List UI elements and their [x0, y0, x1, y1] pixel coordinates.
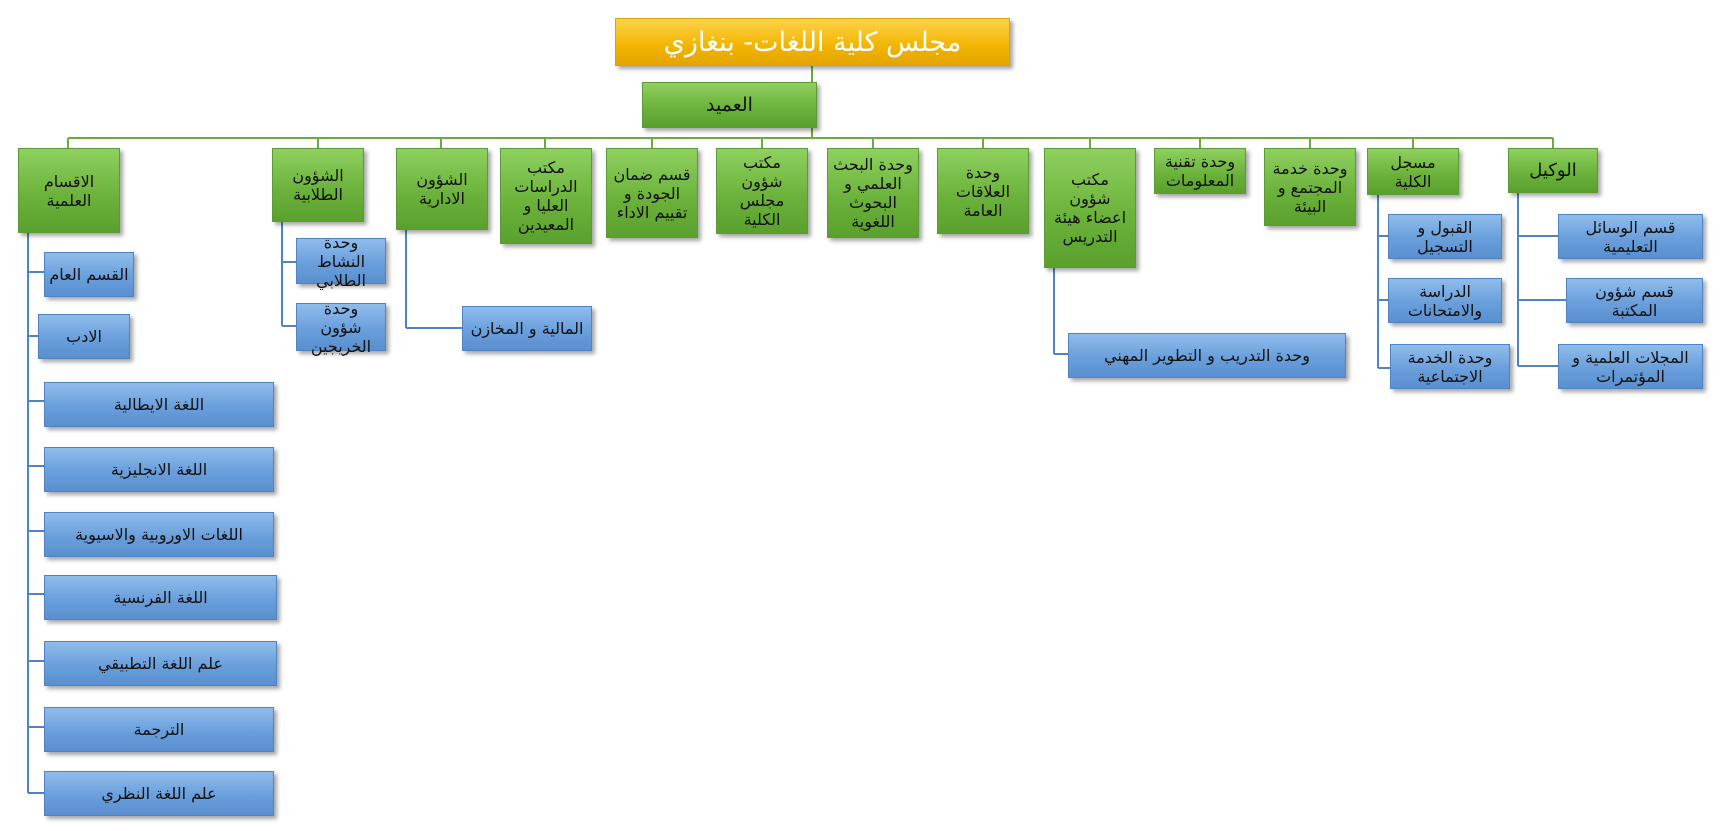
faculty-affairs-office-box: مكتب شؤون اعضاء هيئة التدريس [1044, 148, 1136, 268]
library-affairs-box: قسم شؤون المكتبة [1566, 278, 1703, 323]
translation-box: الترجمة [44, 707, 274, 752]
theoretical-linguistics-box: علم اللغة النظري [44, 771, 274, 816]
european-asian-languages-box: اللغات الاوروبية والاسيوية [44, 512, 274, 557]
alumni-affairs-box: وحدة شؤون الخريجين [296, 299, 386, 356]
english-box: اللغة الانجليزية [44, 447, 274, 492]
applied-linguistics-box: علم اللغة التطبيقي [44, 641, 277, 686]
it-unit-box: وحدة تقنية المعلومات [1154, 148, 1246, 194]
admin-affairs-box: الشؤون الادارية [396, 148, 488, 230]
journals-conferences-box: المجلات العلمية و المؤتمرات [1558, 344, 1703, 389]
admission-registration-box: القبول و التسجيل [1388, 214, 1502, 259]
community-service-box: وحدة خدمة المجتمع و البيئة [1264, 148, 1356, 226]
teaching-aids-box: قسم الوسائل التعليمية [1558, 214, 1703, 259]
training-development-box: وحدة التدريب و التطوير المهني [1068, 333, 1346, 378]
dean-box: العميد [642, 82, 817, 128]
general-department-box: القسم العام [44, 252, 134, 297]
student-activity-box: وحدة النشاط الطلابي [296, 233, 386, 290]
registrar-box: مسجل الكلية [1367, 148, 1459, 195]
deputy-box: الوكيل [1508, 148, 1598, 193]
literature-box: الادب [38, 314, 130, 359]
student-affairs-box: الشؤون الطلابية [272, 148, 364, 222]
finance-stores-box: المالية و المخازن [462, 306, 592, 351]
council-box: مجلس كلية اللغات- بنغازي [615, 18, 1010, 66]
graduate-studies-office-box: مكتب الدراسات العليا و المعيدين [500, 148, 592, 244]
public-relations-box: وحدة العلاقات العامة [937, 148, 1029, 234]
research-unit-box: وحدة البحث العلمي و البحوث اللغوية [827, 148, 919, 238]
italian-box: اللغة الايطالية [44, 382, 274, 427]
social-service-box: وحدة الخدمة الاجتماعية [1390, 344, 1510, 389]
academic-departments-box: الاقسام العلمية [18, 148, 120, 233]
french-box: اللغة الفرنسية [44, 575, 277, 620]
quality-assurance-box: قسم ضمان الجودة و تقييم الاداء [606, 148, 698, 238]
council-affairs-office-box: مكتب شؤون مجلس الكلية [716, 148, 808, 234]
study-exams-box: الدراسة والامتحانات [1388, 278, 1502, 323]
